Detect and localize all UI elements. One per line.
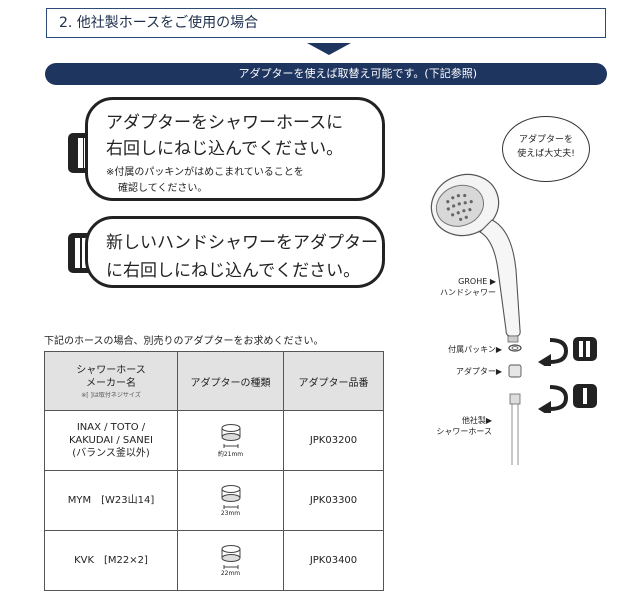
hose-label: 他社製▶ シャワーホース xyxy=(420,415,492,437)
maker-text: INAX / TOTO / xyxy=(76,422,146,433)
speech-bubble: アダプターを 使えば大丈夫! xyxy=(502,116,590,182)
adapter-fitting-icon xyxy=(221,545,240,569)
maker-text: MYM [W23山14] xyxy=(67,495,155,506)
bubble-line-2: 使えば大丈夫! xyxy=(517,149,575,159)
maker-cell: MYM [W23山14] xyxy=(44,470,178,531)
step-2-line-1: 新しいハンドシャワーをアダプター xyxy=(106,233,378,253)
maker-cell: KVK [M22×2] xyxy=(44,530,178,591)
adapter-label: アダプター▶ xyxy=(455,367,502,376)
intro-text: 下記のホースの場合、別売りのアダプターをお求めください。 xyxy=(44,336,324,347)
grohe-label-line-2: ハンドシャワー xyxy=(440,288,496,297)
shower-head-icon xyxy=(430,173,500,237)
step-1-note-1: ※付属のパッキンがはめこまれていることを xyxy=(106,167,304,178)
step-1-line-2: 右回しにねじ込んでください。 xyxy=(106,139,344,159)
header-part-no: アダプター品番 xyxy=(283,351,384,411)
maker-text: KAKUDAI / SANEI xyxy=(69,435,153,446)
step-2-box: 新しいハンドシャワーをアダプター に右回しにねじ込んでください。 xyxy=(85,216,385,288)
table-row: KVK [M22×2] 22mm JPK03400 xyxy=(44,530,384,591)
step-2-mini-badge xyxy=(573,337,597,361)
part-cell: JPK03400 xyxy=(283,530,384,591)
table-row: INAX / TOTO / KAKUDAI / SANEI (バランス釜以外) … xyxy=(44,410,384,471)
curved-arrow-icon xyxy=(538,385,569,413)
step-1-box: アダプターをシャワーホースに 右回しにねじ込んでください。 ※付属のパッキンがは… xyxy=(85,97,385,201)
step-1-mini-badge xyxy=(573,384,597,408)
header-maker-line-2: メーカー名 xyxy=(86,377,136,389)
grohe-label-line-1: GROHE ▶ xyxy=(458,277,496,286)
grohe-label: GROHE ▶ ハンドシャワー xyxy=(428,276,496,298)
part-cell: JPK03200 xyxy=(283,410,384,471)
header-maker-note: ※[ ]は取付ネジサイズ xyxy=(81,391,141,399)
step-1-note-2: 確認してください。 xyxy=(118,183,208,194)
adapter-table: シャワーホース メーカー名 ※[ ]は取付ネジサイズ アダプターの種類 アダプタ… xyxy=(44,351,384,591)
adapter-type-cell: 約21mm xyxy=(177,410,284,471)
maker-cell: INAX / TOTO / KAKUDAI / SANEI (バランス釜以外) xyxy=(44,410,178,471)
curved-arrow-icon xyxy=(538,338,569,366)
adapter-size: 23mm xyxy=(220,510,241,517)
table-header-row: シャワーホース メーカー名 ※[ ]は取付ネジサイズ アダプターの種類 アダプタ… xyxy=(44,351,384,411)
adapter-type-cell: 22mm xyxy=(177,530,284,591)
bubble-line-1: アダプターを xyxy=(518,135,573,145)
adapter-size: 約21mm xyxy=(217,451,244,458)
header-adapter-type: アダプターの種類 xyxy=(177,351,284,411)
table-row: MYM [W23山14] 23mm JPK03300 xyxy=(44,470,384,531)
adapter-fitting-icon xyxy=(221,424,240,448)
maker-text: KVK [M22×2] xyxy=(74,555,148,566)
section-title: 2. 他社製ホースをご使用の場合 xyxy=(46,8,606,38)
adapter-size: 22mm xyxy=(220,570,241,577)
down-arrow-icon xyxy=(307,43,351,55)
step-2-line-2: に右回しにねじ込んでください。 xyxy=(106,261,361,281)
hand-shower-illustration xyxy=(430,173,522,465)
packing-label: 付属パッキン▶ xyxy=(448,345,502,354)
header-maker: シャワーホース メーカー名 ※[ ]は取付ネジサイズ xyxy=(44,351,178,411)
hose-label-line-1: 他社製▶ xyxy=(461,416,492,425)
step-1-line-1: アダプターをシャワーホースに xyxy=(106,113,344,133)
part-cell: JPK03300 xyxy=(283,470,384,531)
adapter-fitting-icon xyxy=(221,485,240,509)
maker-text: (バランス釜以外) xyxy=(72,448,150,459)
header-maker-line-1: シャワーホース xyxy=(76,364,146,376)
info-banner: アダプターを使えば取替え可能です。(下記参照) xyxy=(45,63,607,85)
hose-label-line-2: シャワーホース xyxy=(436,427,492,436)
adapter-type-cell: 23mm xyxy=(177,470,284,531)
